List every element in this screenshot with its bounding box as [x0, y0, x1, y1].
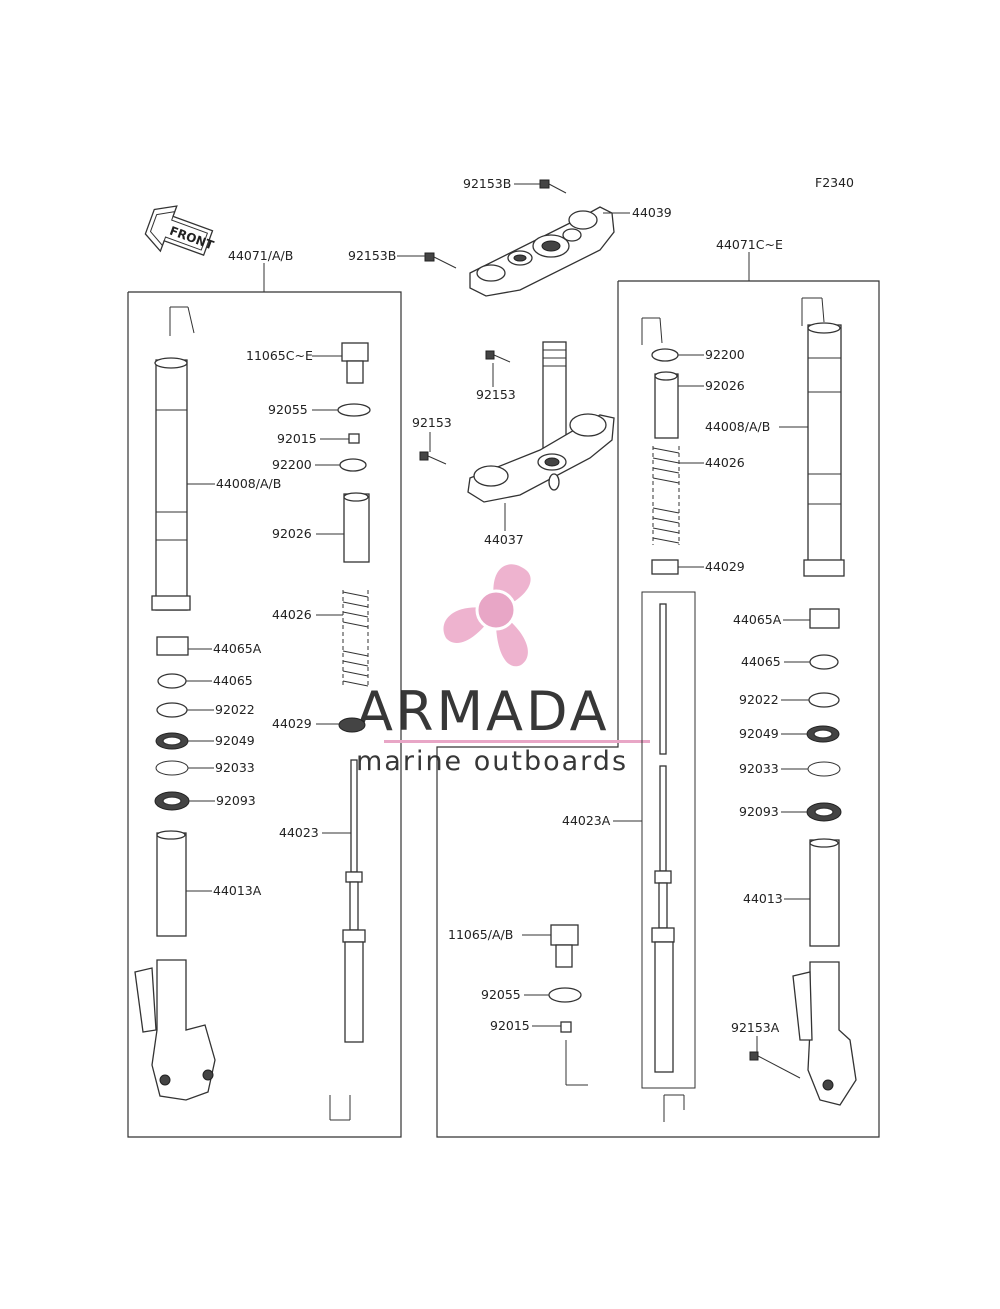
label-44029-right: 44029 [705, 559, 745, 574]
top-clamp-44039 [469, 206, 615, 297]
label-92200-left: 92200 [272, 457, 312, 472]
label-92153-upper: 92153 [476, 387, 516, 402]
right-fork-parts [548, 297, 857, 1122]
label-44026-left: 44026 [272, 607, 312, 622]
label-92015-right: 92015 [490, 1018, 530, 1033]
label-44008-left: 44008/A/B [216, 476, 281, 491]
label-92015-left: 92015 [277, 431, 317, 446]
watermark-brand: ARMADA [356, 680, 610, 743]
label-44065A-right: 44065A [733, 612, 782, 627]
label-92200-right: 92200 [705, 347, 745, 362]
label-92049-left: 92049 [215, 733, 255, 748]
label-92055-left: 92055 [268, 402, 308, 417]
label-92049-right: 92049 [739, 726, 779, 741]
bolt-92153-upper [485, 350, 511, 363]
label-44023A-right: 44023A [562, 813, 611, 828]
figure-code: F2340 [815, 175, 854, 190]
label-92022-right: 92022 [739, 692, 779, 707]
label-92153-lower: 92153 [412, 415, 452, 430]
label-92026-right: 92026 [705, 378, 745, 393]
label-11065C-E: 11065C~E [246, 348, 313, 363]
label-44037: 44037 [484, 532, 524, 547]
left-fork-leaders [186, 355, 351, 892]
label-92033-left: 92033 [215, 760, 255, 775]
left-fork-frame [127, 291, 402, 1138]
label-92093-right: 92093 [739, 804, 779, 819]
left-group-label: 44071/A/B [228, 248, 293, 263]
right-fork-leaders [522, 354, 810, 1052]
watermark-rule [384, 740, 650, 743]
label-92093-left: 92093 [216, 793, 256, 808]
label-44026-right: 44026 [705, 455, 745, 470]
bolt-92153B-side [424, 252, 457, 269]
label-92153B-side: 92153B [348, 248, 396, 263]
label-44013-right: 44013 [743, 891, 783, 906]
steering-stem-44037 [467, 341, 615, 503]
label-44023-left: 44023 [279, 825, 319, 840]
watermark-tagline: marine outboards [356, 746, 628, 777]
label-44013A-left: 44013A [213, 883, 262, 898]
label-44008-right: 44008/A/B [705, 419, 770, 434]
label-44065A-left: 44065A [213, 641, 262, 656]
label-44065-left: 44065 [213, 673, 253, 688]
right-fork-labels: 92200 92026 44008/A/B 44026 44029 44065A… [448, 347, 783, 1035]
label-92026-left: 92026 [272, 526, 312, 541]
left-fork-labels: 11065C~E 92055 92015 92200 44008/A/B 920… [213, 348, 319, 898]
armada-watermark: ARMADA marine outboards [356, 564, 650, 777]
label-92022-left: 92022 [215, 702, 255, 717]
label-11065-right: 11065/A/B [448, 927, 513, 942]
propeller-logo-icon [443, 564, 531, 667]
label-92055-right: 92055 [481, 987, 521, 1002]
front-arrow-icon: FRONT [144, 205, 216, 256]
left-fork-parts [134, 306, 371, 1121]
label-44029-left: 44029 [272, 716, 312, 731]
label-44065-right: 44065 [741, 654, 781, 669]
label-92033-right: 92033 [739, 761, 779, 776]
label-92153B-top: 92153B [463, 176, 511, 191]
right-fork-frame [436, 280, 880, 1138]
label-44039: 44039 [632, 205, 672, 220]
label-92153A-right: 92153A [731, 1020, 780, 1035]
right-group-label: 44071C~E [716, 237, 783, 252]
bolt-92153-lower [419, 451, 447, 465]
bolt-92153B-top [539, 179, 567, 194]
